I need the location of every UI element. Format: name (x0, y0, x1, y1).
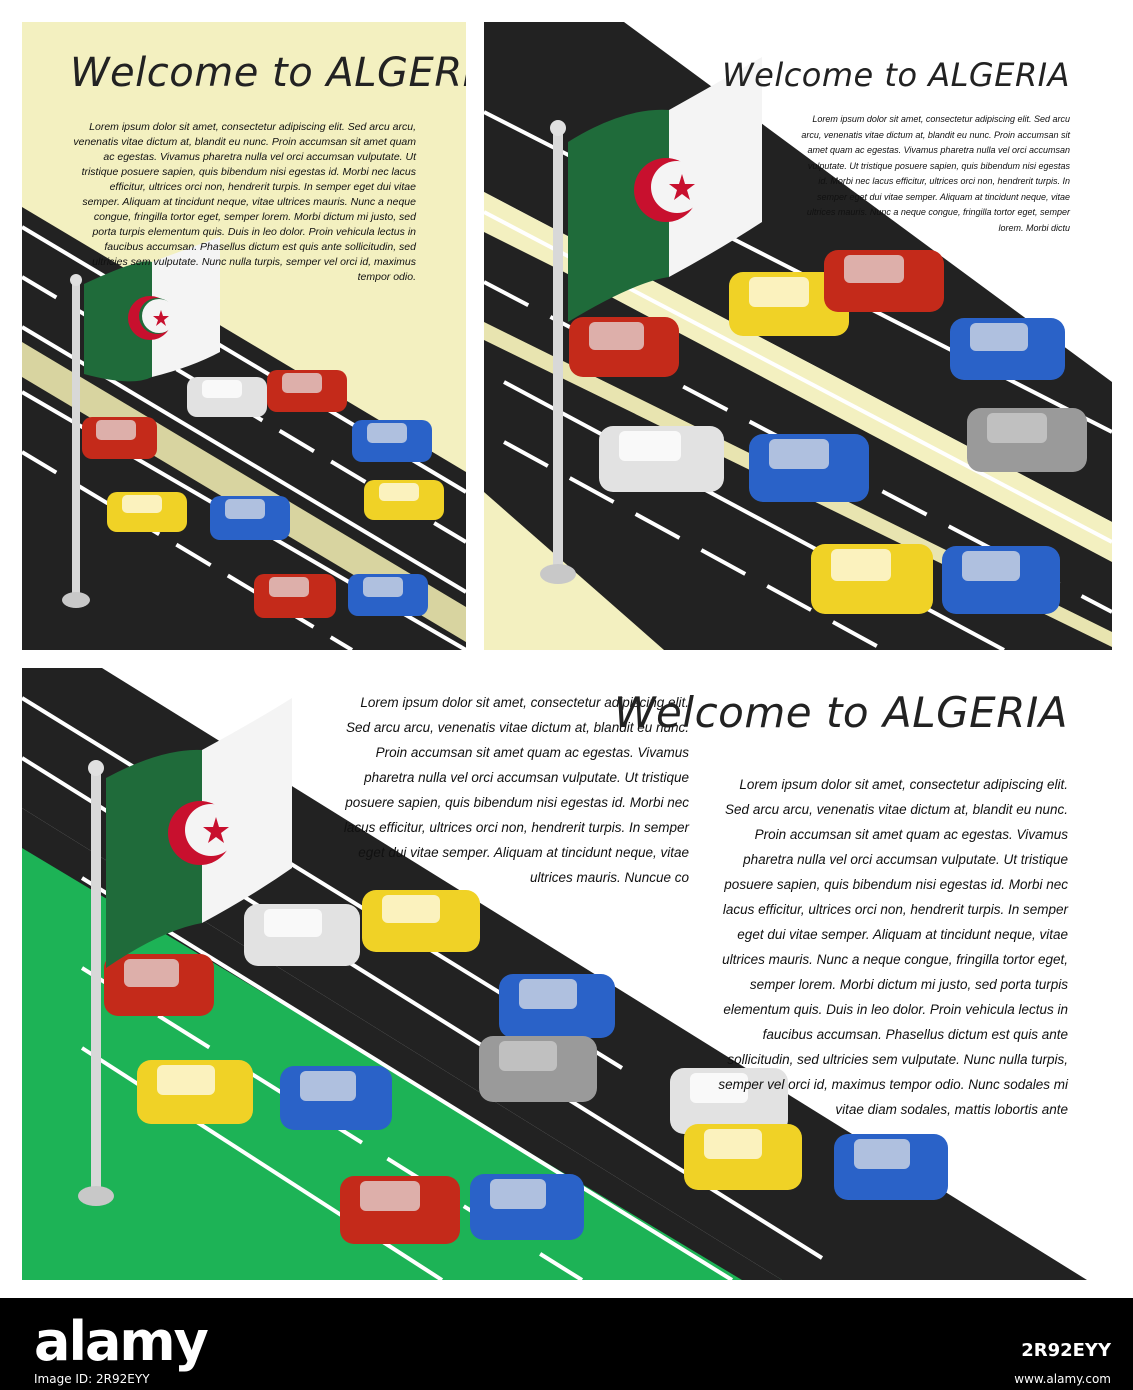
car (210, 496, 290, 540)
stock-id: 2R92EYY (1021, 1340, 1111, 1361)
car (267, 370, 347, 412)
panel-bottom: Lorem ipsum dolor sit amet, consectetur … (22, 668, 1112, 1280)
car (104, 954, 214, 1016)
car (187, 377, 267, 417)
car (348, 574, 428, 616)
car (470, 1174, 584, 1240)
flagpole (540, 120, 576, 584)
panel-top-left: Welcome to ALGERIA Lorem ipsum dolor sit… (22, 22, 466, 650)
panel-body-text: Lorem ipsum dolor sit amet, consectetur … (73, 121, 416, 283)
car (942, 546, 1060, 614)
flagpole (78, 760, 114, 1206)
car (670, 1068, 788, 1134)
car (244, 904, 360, 966)
car (340, 1176, 460, 1244)
panel-title: Welcome to ALGERIA (721, 56, 1070, 94)
algeria-flag (568, 57, 762, 322)
panel-body-text-left: Lorem ipsum dolor sit amet, consectetur … (343, 695, 689, 885)
watermark-footer (0, 1298, 1133, 1390)
car (82, 417, 157, 459)
car (811, 544, 933, 614)
panel-top-right: Welcome to ALGERIA Lorem ipsum dolor sit… (484, 22, 1112, 650)
car (137, 1060, 253, 1124)
car (254, 574, 336, 618)
car (729, 272, 849, 336)
car (599, 426, 724, 492)
panel-body-text-right: Lorem ipsum dolor sit amet, consectetur … (718, 777, 1068, 1117)
car (824, 250, 944, 312)
image-credit: Image ID: 2R92EYY (34, 1372, 150, 1386)
highway-scene (484, 22, 1112, 650)
car (684, 1124, 802, 1190)
car (107, 492, 187, 532)
car (362, 890, 480, 952)
car (950, 318, 1065, 380)
car (967, 408, 1087, 472)
highway-scene (22, 668, 1087, 1280)
car (569, 317, 679, 377)
algeria-flag (84, 237, 220, 382)
car (364, 480, 444, 520)
car (499, 974, 615, 1038)
car (749, 434, 869, 502)
car (280, 1066, 392, 1130)
flagpole (62, 274, 90, 608)
car (479, 1036, 597, 1102)
brand-logo: alamy (34, 1310, 209, 1373)
panel-title: Welcome to ALGERIA (614, 688, 1068, 737)
car (352, 420, 432, 462)
highway-scene (22, 207, 466, 650)
algeria-flag (106, 698, 292, 968)
site-url: www.alamy.com (1014, 1372, 1111, 1386)
panel-title: Welcome to ALGERIA (70, 50, 466, 96)
panel-body-text: Lorem ipsum dolor sit amet, consectetur … (801, 114, 1070, 233)
car (834, 1134, 948, 1200)
